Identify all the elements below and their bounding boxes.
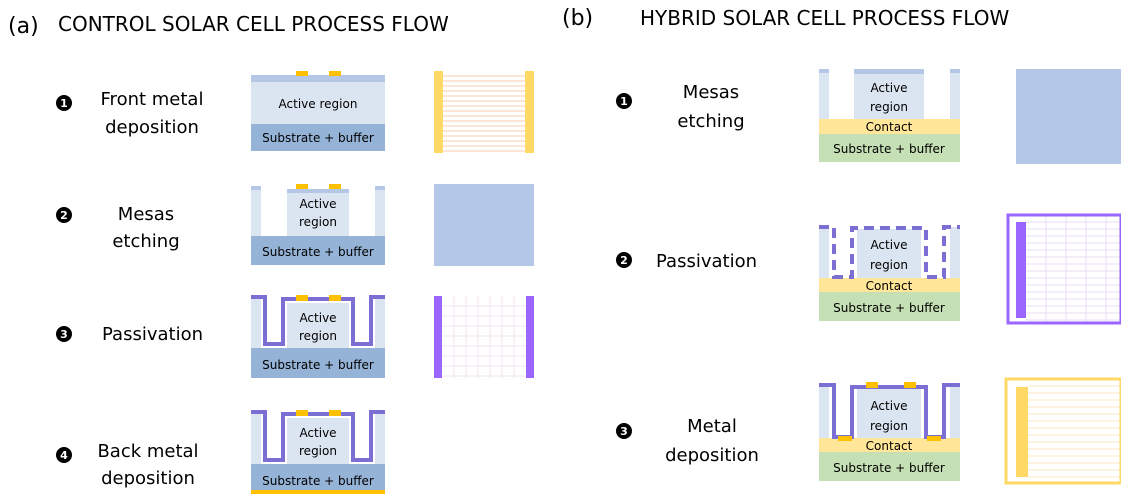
metal-contact [296,71,308,76]
metal-contact [329,184,341,189]
active-region-label: Active [870,238,907,252]
step-number: 1 [620,95,628,108]
active-region-label: Active [299,426,336,440]
substrate-label: Substrate + buffer [833,461,945,475]
step-label-line: Back metal [97,441,198,462]
step-label-line: Passivation [656,251,757,272]
active-region-label: region [299,329,337,343]
panel-a-step-2-top-view [434,184,534,266]
step-label-line: Passivation [102,324,203,345]
panel-a-title: CONTROL SOLAR CELL PROCESS FLOW [58,12,449,36]
substrate-label: Substrate + buffer [262,474,374,488]
contact-label: Contact [866,439,913,453]
passivation-layer [251,410,385,462]
contact-label: Contact [866,279,913,293]
panel-b-step-3-top-view [1004,377,1121,485]
step-label-line: Mesas [683,82,739,103]
step-label-line: deposition [101,468,195,489]
panel-b-tag: (b) [562,6,593,31]
panel-b-title: HYBRID SOLAR CELL PROCESS FLOW [640,6,1009,30]
panel-b-step-3-cross-section: Active region Contact Substrate + buffer [819,382,960,481]
step-label-line: Front metal [101,89,204,110]
metal-contact [296,184,308,189]
panel-b-step-2-cross-section: Active region Contact Substrate + buffer [819,225,960,321]
substrate-label: Substrate + buffer [262,131,374,145]
substrate-label: Substrate + buffer [262,245,374,259]
metal-contact [329,71,341,76]
panel-b-step-3: 3 Metal deposition [616,416,759,466]
step-number-badge [616,252,632,268]
panel-a-step-1: 1 Front metal deposition [56,89,203,138]
panel-a-step-3: 3 Passivation [56,324,203,345]
substrate-label: Substrate + buffer [833,142,945,156]
panel-b-step-2-top-view [1006,213,1121,325]
active-region-label: region [299,215,337,229]
metal-contact [296,410,308,416]
step-label-line: etching [677,111,744,132]
step-label-line: deposition [105,117,199,138]
substrate-label: Substrate + buffer [262,358,374,372]
step-label-line: etching [112,231,179,252]
passivation-layer [251,295,385,346]
active-region-label: region [870,100,908,114]
panel-b-step-1: 1 Mesas etching [616,82,745,132]
panel-a-step-1-top-view [434,71,534,153]
metal-contact [329,410,341,416]
passivation-layer [819,225,960,279]
step-label-line: Mesas [118,204,174,225]
contact-label: Contact [866,120,913,134]
active-region-label: Active region [279,97,358,111]
panel-a-step-3-cross-section: Active region Substrate + buffer [251,295,385,378]
step-number-badge [616,93,632,109]
step-number-badge [56,326,72,342]
step-label-line: Metal [687,416,737,437]
active-region-label: region [870,258,908,272]
step-number: 4 [60,449,68,462]
metal-contact [838,436,852,441]
step-number: 2 [60,209,68,222]
metal-contact [866,382,878,388]
panel-a-step-4: 4 Back metal deposition [56,441,199,489]
panel-b-step-2: 2 Passivation [616,251,757,272]
step-number: 1 [60,97,68,110]
metal-contact [904,382,916,388]
step-number-badge [56,207,72,223]
active-region-label: Active [299,197,336,211]
step-number-badge [56,447,72,463]
active-region-label: Active [870,399,907,413]
passivation-layer [819,383,960,439]
metal-contact [296,295,308,301]
active-region-label: region [870,419,908,433]
panel-a-step-4-cross-section: Active region Substrate + buffer [251,410,385,494]
panel-a-tag: (a) [8,14,39,39]
step-label-line: deposition [665,445,759,466]
active-region-label: region [299,444,337,458]
step-number: 3 [60,328,68,341]
panel-a-step-1-cross-section: Active region Substrate + buffer [251,71,385,151]
active-region-label: Active [870,81,907,95]
metal-contact [927,436,941,441]
step-number-badge [616,423,632,439]
substrate-label: Substrate + buffer [833,301,945,315]
panel-b-step-1-top-view [1016,69,1121,164]
panel-b-step-1-cross-section: Active region Contact Substrate + buffer [819,69,960,162]
panel-a-step-2: 2 Mesas etching [56,204,180,252]
step-number: 2 [620,254,628,267]
step-number: 3 [620,425,628,438]
metal-contact [329,295,341,301]
back-metal-layer [251,490,385,494]
step-number-badge [56,95,72,111]
active-region-label: Active [299,311,336,325]
panel-a-step-2-cross-section: Active region Substrate + buffer [251,184,385,265]
panel-a-step-3-top-view [434,296,534,378]
